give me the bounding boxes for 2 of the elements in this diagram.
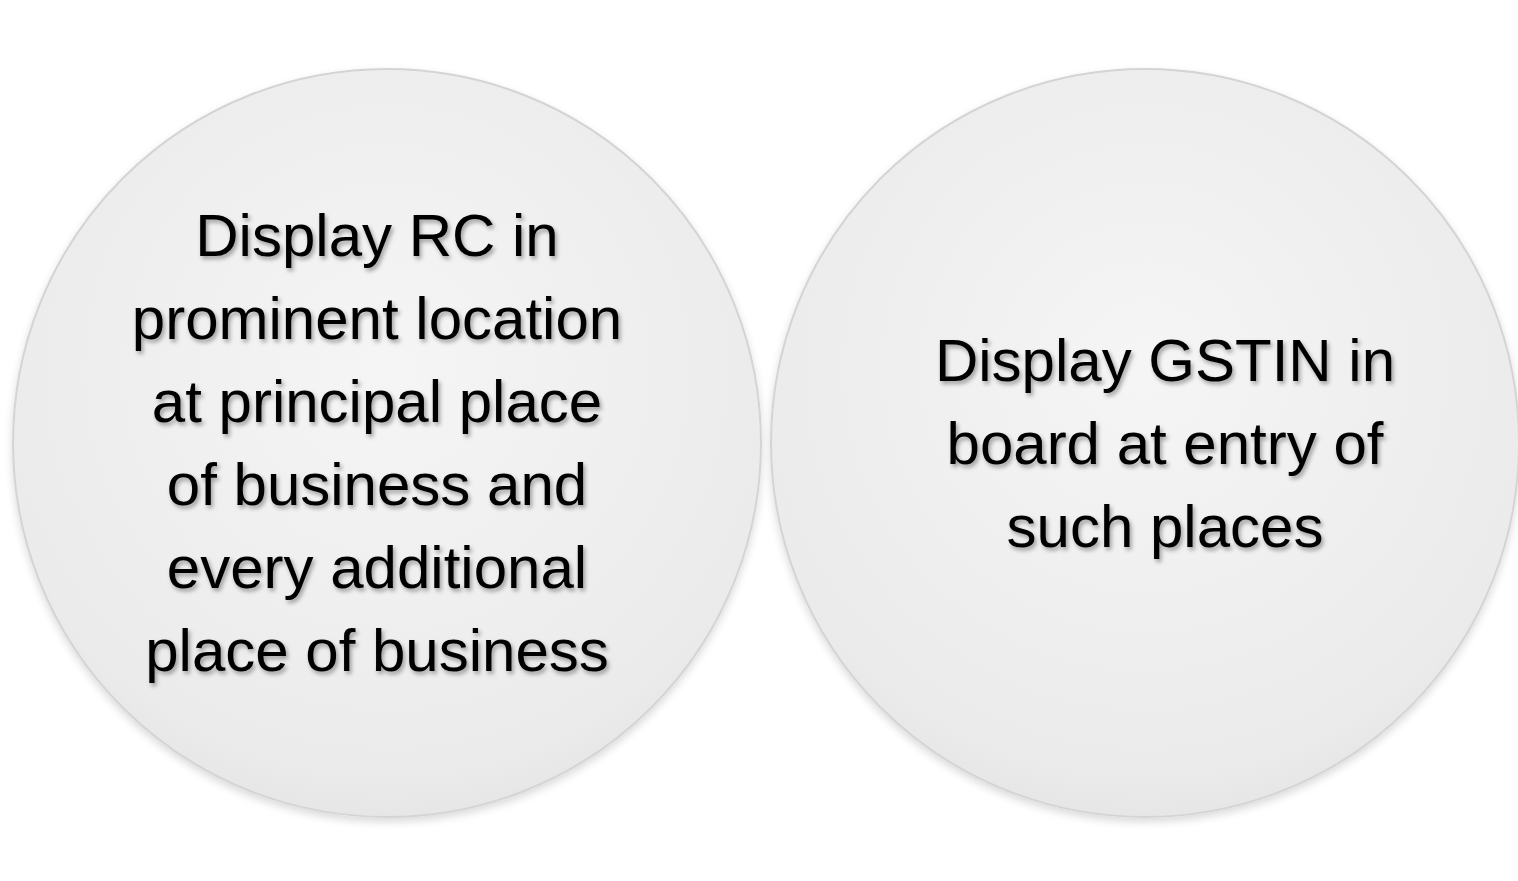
circle-text: Display GSTIN in board at entry of such places [933, 325, 1397, 562]
circle-text: Display RC in prominent location at principal place of business and every additional place of business [130, 201, 624, 686]
